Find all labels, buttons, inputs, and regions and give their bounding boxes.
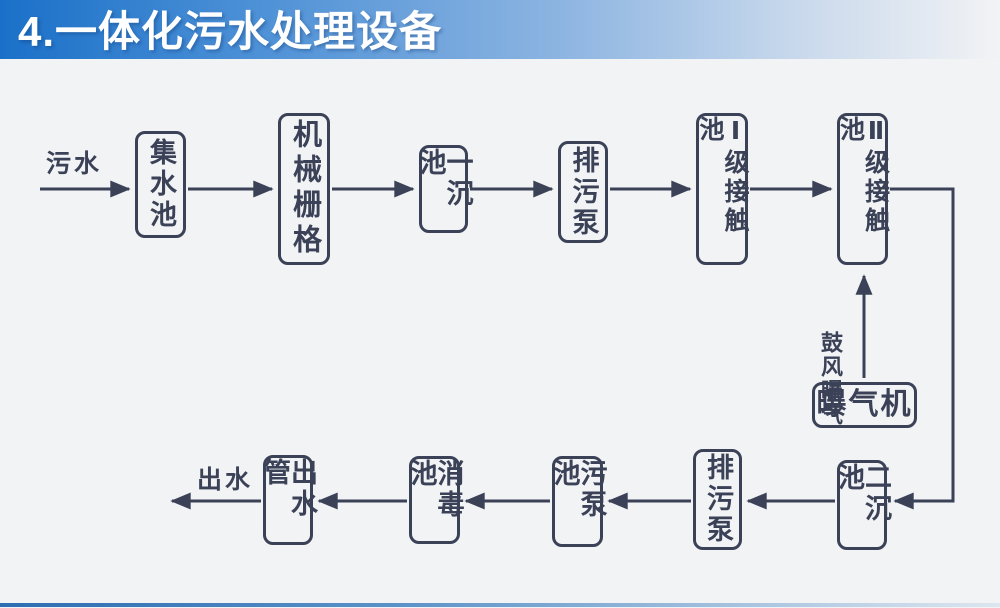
node-disinfection-tank: 消毒池 [407,456,464,544]
node-stage-1-contact-tank: Ⅰ级接触池 [696,113,749,265]
node-stage-2-contact-tank: Ⅱ级接触池 [837,113,890,265]
slide-title: 4.一体化污水处理设备 [18,8,443,55]
arrow-stage2-to-secondary-tank-elbow [890,187,955,510]
node-secondary-sedimentation-tank: 二沉池 [834,460,891,550]
node-sludge-pump-tank: 污泵池 [550,456,607,547]
flow-diagram: 集水池 机械栅格 一沉池 排污泵 Ⅰ级接触池 Ⅱ级接触池 曝气机 鼓风曝气 二沉… [0,59,1000,608]
bottom-accent-bar [0,603,1000,607]
node-outlet-pipe: 出水管 [260,455,317,545]
node-aerator: 曝气机 [812,382,917,428]
node-mechanical-grid: 机械栅格 [278,113,330,265]
node-sewage-pump-bottom: 排污泵 [693,449,742,550]
inflow-label: 污水 [46,150,103,178]
outflow-label: 出水 [197,466,254,494]
node-primary-sedimentation-tank: 一沉池 [416,145,473,233]
aeration-label: 鼓风曝气 [818,331,843,427]
title-bar: 4.一体化污水处理设备 [0,0,1000,59]
node-collection-tank: 集水池 [135,131,186,238]
node-sewage-pump-top: 排污泵 [558,141,608,243]
